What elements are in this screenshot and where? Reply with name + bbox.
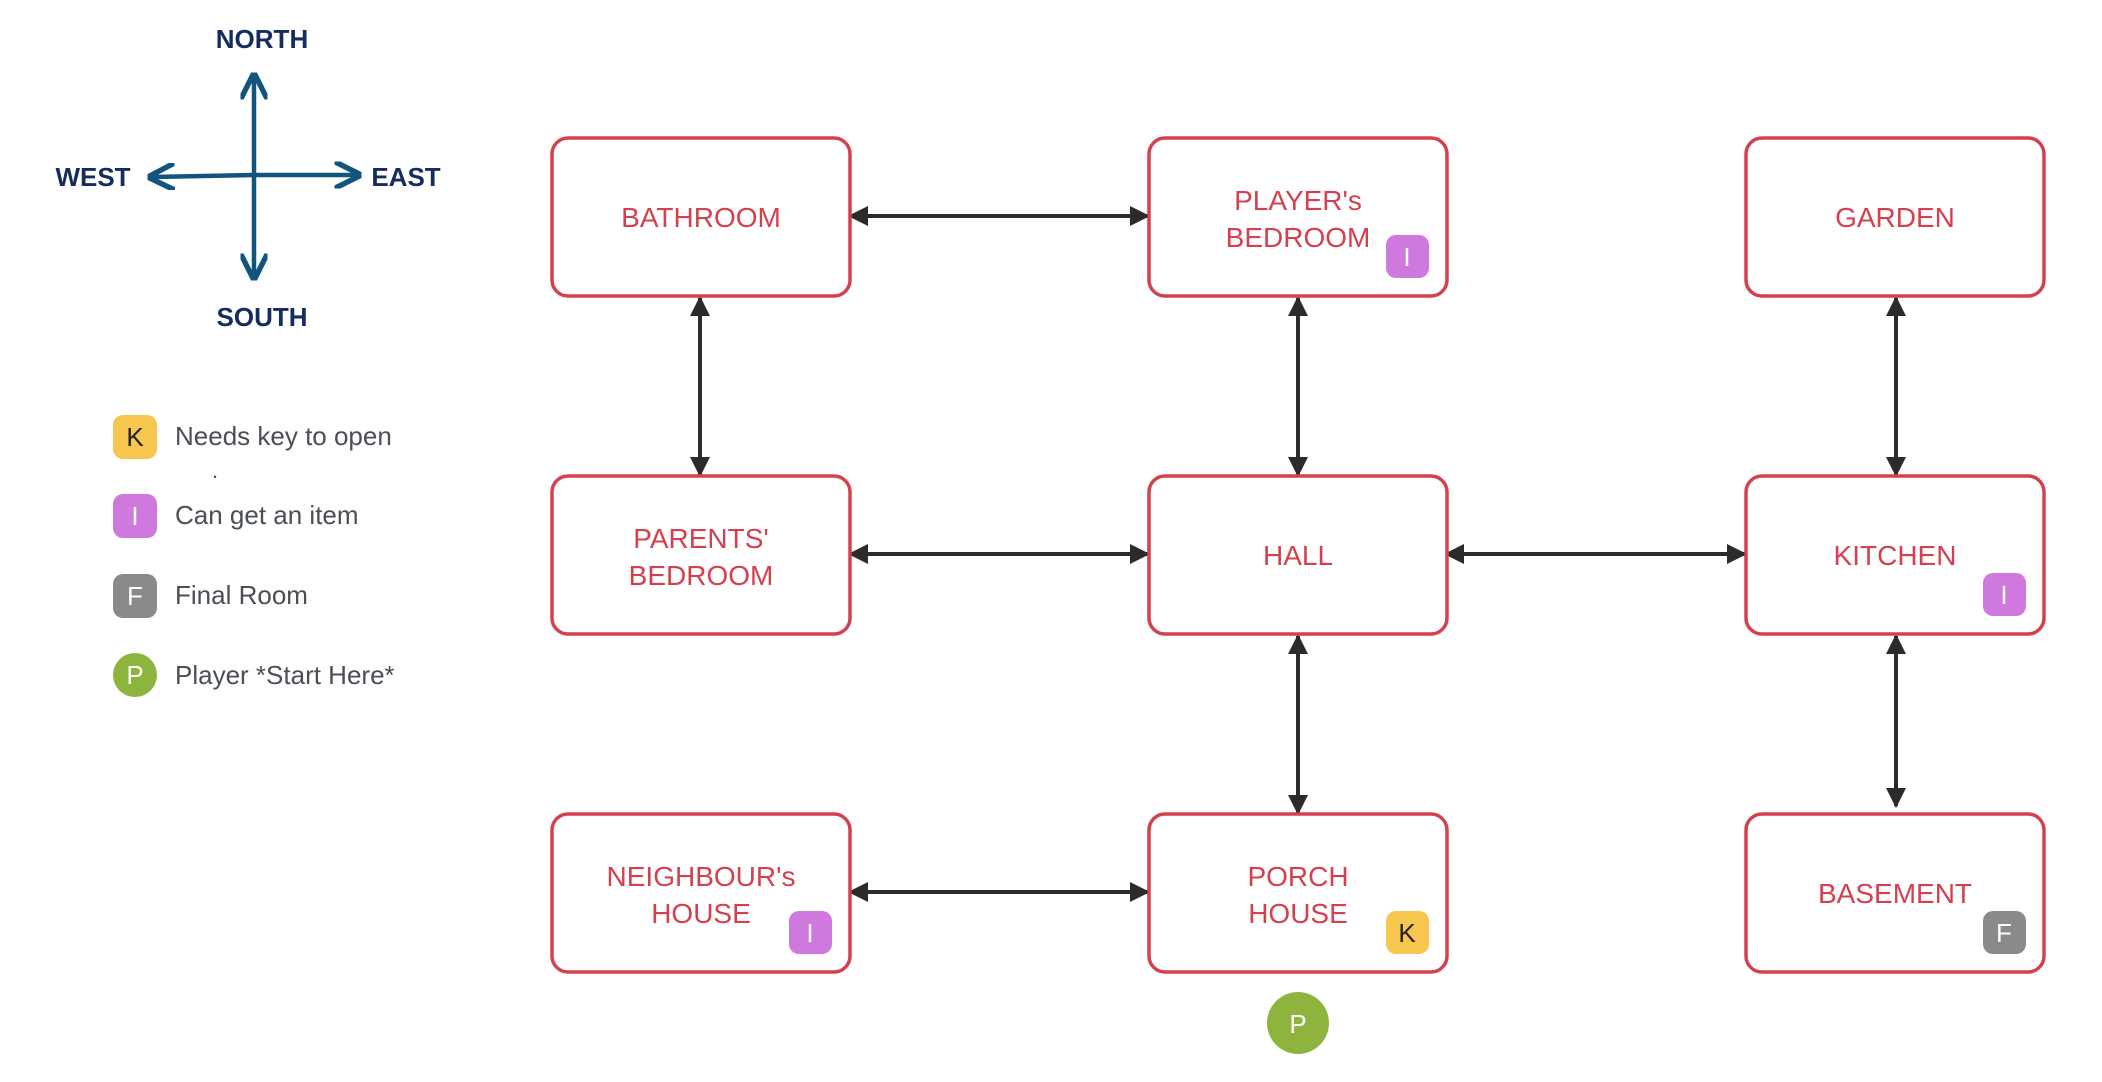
legend-player: P Player *Start Here* <box>113 653 395 697</box>
room-players-bedroom[interactable]: PLAYER's BEDROOM I <box>1147 136 1449 298</box>
legend-player-label: Player *Start Here* <box>175 660 395 690</box>
room-basement-final-badge <box>1983 911 2026 954</box>
room-neighbours-house[interactable]: NEIGHBOUR's HOUSE I <box>550 812 852 974</box>
player-start-marker: P <box>1267 992 1329 1054</box>
room-neighbours-house-badge-letter: I <box>806 918 813 948</box>
room-porch-house-badge-letter: K <box>1398 918 1416 948</box>
legend-key-label: Needs key to open <box>175 421 392 451</box>
room-garden-label: GARDEN <box>1835 202 1955 233</box>
legend-final-label: Final Room <box>175 580 308 610</box>
room-players-bedroom-label-line1: PLAYER's <box>1234 185 1362 216</box>
compass-west-label: WEST <box>55 162 130 192</box>
room-kitchen[interactable]: KITCHEN I <box>1744 474 2046 636</box>
room-basement-label: BASEMENT <box>1818 878 1972 909</box>
legend-item-letter: I <box>131 501 138 531</box>
room-bathroom[interactable]: BATHROOM <box>550 136 852 298</box>
legend-item: I Can get an item <box>113 494 359 538</box>
compass: NORTH SOUTH WEST EAST <box>55 24 440 332</box>
room-players-bedroom-label-line2: BEDROOM <box>1226 222 1371 253</box>
legend-final: F Final Room <box>113 574 308 618</box>
room-hall[interactable]: HALL <box>1147 474 1449 636</box>
room-parents-bedroom-label-line2: BEDROOM <box>629 560 774 591</box>
legend-player-badge <box>113 653 157 697</box>
compass-south-label: SOUTH <box>217 302 308 332</box>
room-porch-house-label-line1: PORCH <box>1247 861 1348 892</box>
room-garden[interactable]: GARDEN <box>1744 136 2046 298</box>
player-start-circle <box>1267 992 1329 1054</box>
player-start-letter: P <box>1289 1009 1306 1039</box>
room-basement-badge-letter: F <box>1996 918 2012 948</box>
room-kitchen-badge-letter: I <box>2000 580 2007 610</box>
room-neighbours-house-label-line2: HOUSE <box>651 898 751 929</box>
room-parents-bedroom[interactable]: PARENTS' BEDROOM <box>550 474 852 636</box>
room-porch-house[interactable]: PORCH HOUSE K <box>1147 812 1449 974</box>
room-bathroom-label: BATHROOM <box>621 202 781 233</box>
legend-item-label: Can get an item <box>175 500 359 530</box>
compass-west-arrow <box>153 175 257 177</box>
legend-key-badge <box>113 415 157 459</box>
legend-key-note: . <box>212 458 218 483</box>
legend-final-letter: F <box>127 581 143 611</box>
room-porch-house-label-line2: HOUSE <box>1248 898 1348 929</box>
room-kitchen-label: KITCHEN <box>1834 540 1957 571</box>
legend-player-letter: P <box>126 660 143 690</box>
room-neighbours-house-label-line1: NEIGHBOUR's <box>607 861 796 892</box>
room-hall-label: HALL <box>1263 540 1333 571</box>
legend: K Needs key to open . I Can get an item … <box>113 415 395 697</box>
legend-key-letter: K <box>126 422 144 452</box>
room-players-bedroom-item-badge <box>1386 235 1429 278</box>
room-kitchen-item-badge <box>1983 573 2026 616</box>
room-parents-bedroom-label-line1: PARENTS' <box>633 523 769 554</box>
room-neighbours-house-item-badge <box>789 911 832 954</box>
compass-east-label: EAST <box>371 162 440 192</box>
legend-final-badge <box>113 574 157 618</box>
room-porch-house-key-badge <box>1386 911 1429 954</box>
compass-north-label: NORTH <box>216 24 308 54</box>
room-basement[interactable]: BASEMENT F <box>1744 812 2046 974</box>
room-players-bedroom-badge-letter: I <box>1403 242 1410 272</box>
legend-item-badge <box>113 494 157 538</box>
connections <box>690 206 1906 902</box>
legend-key: K Needs key to open . <box>113 415 392 483</box>
